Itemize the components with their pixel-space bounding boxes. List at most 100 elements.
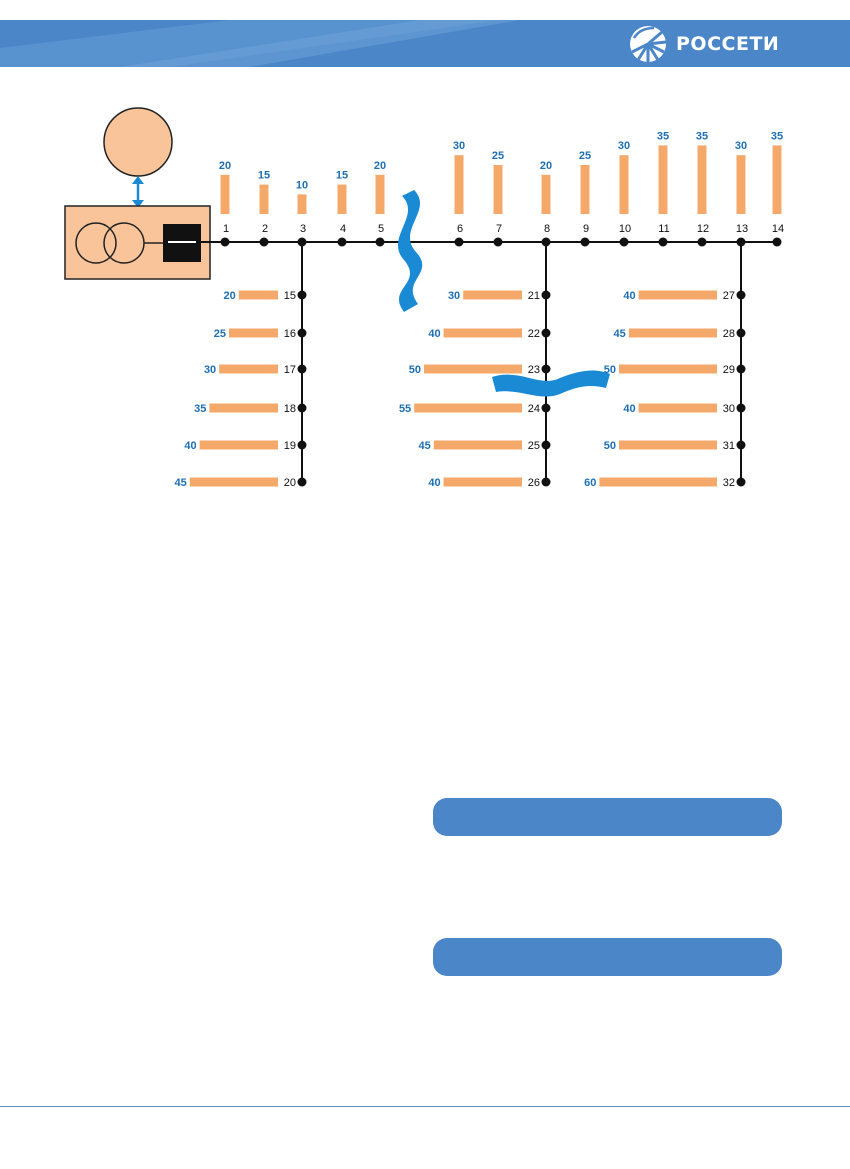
branch-node bbox=[736, 440, 746, 450]
branch-load-bar bbox=[628, 328, 717, 338]
branch-node bbox=[736, 364, 746, 374]
branch-node bbox=[297, 403, 307, 413]
main-node-label: 7 bbox=[496, 223, 502, 235]
main-load-label: 30 bbox=[618, 140, 630, 152]
branch-node-label: 15 bbox=[284, 290, 296, 302]
main-node bbox=[220, 237, 230, 247]
branch-load-bar bbox=[433, 440, 522, 450]
branch-load-bar bbox=[209, 403, 278, 413]
branch-load-bar bbox=[238, 290, 278, 300]
branch-load-label: 60 bbox=[584, 477, 596, 489]
branch-node-label: 31 bbox=[723, 440, 735, 452]
branch-load-bar bbox=[619, 364, 717, 374]
main-node-label: 1 bbox=[223, 223, 229, 235]
main-node-label: 6 bbox=[457, 223, 463, 235]
main-load-bar bbox=[580, 165, 590, 214]
main-node bbox=[697, 237, 707, 247]
main-load-bar bbox=[297, 194, 307, 214]
branch-load-bar bbox=[199, 440, 278, 450]
main-load-label: 10 bbox=[296, 179, 308, 191]
main-node bbox=[619, 237, 629, 247]
branch-node-label: 26 bbox=[528, 477, 540, 489]
branch-node-label: 27 bbox=[723, 290, 735, 302]
branch-node bbox=[736, 403, 746, 413]
main-load-label: 25 bbox=[492, 150, 504, 162]
branch-node bbox=[297, 328, 307, 338]
main-node-label: 14 bbox=[772, 223, 784, 235]
main-load-label: 35 bbox=[657, 130, 669, 142]
main-load-label: 20 bbox=[540, 160, 552, 172]
branch-node bbox=[297, 364, 307, 374]
branch-node-label: 30 bbox=[723, 403, 735, 415]
main-node-label: 5 bbox=[378, 223, 384, 235]
branch-load-label: 45 bbox=[175, 477, 187, 489]
branch-load-label: 35 bbox=[194, 403, 206, 415]
branch-load-bar bbox=[619, 440, 717, 450]
main-node-label: 2 bbox=[262, 223, 268, 235]
branch-node-label: 24 bbox=[528, 403, 540, 415]
branch-node-label: 29 bbox=[723, 364, 735, 376]
main-node-label: 10 bbox=[619, 223, 631, 235]
main-node-label: 11 bbox=[658, 223, 669, 235]
branch-node bbox=[736, 477, 746, 487]
branch-node bbox=[541, 328, 551, 338]
main-load-bar bbox=[220, 174, 230, 214]
branch-load-bar bbox=[414, 403, 522, 413]
branch-load-label: 40 bbox=[623, 403, 635, 415]
main-load-bar bbox=[541, 174, 551, 214]
branch-node bbox=[736, 328, 746, 338]
branch-load-label: 20 bbox=[224, 290, 236, 302]
main-node-label: 8 bbox=[544, 223, 550, 235]
branch-node bbox=[541, 364, 551, 374]
branch-node-label: 32 bbox=[723, 477, 735, 489]
branch-node-label: 21 bbox=[528, 290, 540, 302]
main-node-label: 12 bbox=[697, 223, 709, 235]
logo-icon bbox=[630, 26, 667, 62]
branch-load-bar bbox=[638, 290, 717, 300]
branch-node-label: 22 bbox=[528, 328, 540, 340]
main-node bbox=[493, 237, 503, 247]
branch-node bbox=[736, 290, 746, 300]
main-load-label: 20 bbox=[374, 160, 386, 172]
branch-load-label: 40 bbox=[623, 290, 635, 302]
main-load-bar bbox=[658, 145, 668, 214]
main-node bbox=[658, 237, 668, 247]
branch-load-label: 40 bbox=[184, 440, 196, 452]
branch-load-label: 40 bbox=[428, 477, 440, 489]
action-button-1[interactable] bbox=[433, 798, 782, 836]
main-load-label: 30 bbox=[735, 140, 747, 152]
branch-load-label: 45 bbox=[614, 328, 626, 340]
main-node-label: 9 bbox=[583, 223, 589, 235]
branch-load-label: 50 bbox=[409, 364, 421, 376]
main-load-bar bbox=[697, 145, 707, 214]
branch-load-label: 50 bbox=[604, 440, 616, 452]
supply-source bbox=[103, 107, 173, 177]
branch-node bbox=[297, 477, 307, 487]
action-button-2[interactable] bbox=[433, 938, 782, 976]
branch-load-label: 55 bbox=[399, 403, 411, 415]
main-node-label: 3 bbox=[300, 223, 306, 235]
branch-load-label: 25 bbox=[214, 328, 226, 340]
logo-text: РОССЕТИ bbox=[676, 33, 780, 55]
main-load-label: 35 bbox=[771, 130, 783, 142]
main-load-bar bbox=[736, 155, 746, 214]
main-load-label: 25 bbox=[579, 150, 591, 162]
supply-arrow-up bbox=[132, 176, 144, 184]
branch-node-label: 28 bbox=[723, 328, 735, 340]
branch-node bbox=[297, 290, 307, 300]
header-banner: РОССЕТИ bbox=[0, 0, 850, 88]
main-load-label: 20 bbox=[219, 160, 231, 172]
main-node bbox=[454, 237, 464, 247]
branch-load-bar bbox=[463, 290, 522, 300]
branch-node bbox=[541, 477, 551, 487]
network-diagram: 2011521031542053062572082593010351135123… bbox=[64, 107, 784, 489]
main-load-bar bbox=[454, 155, 464, 214]
main-node bbox=[337, 237, 347, 247]
main-load-bar bbox=[493, 165, 503, 214]
branch-load-label: 30 bbox=[448, 290, 460, 302]
branch-load-bar bbox=[638, 403, 717, 413]
main-load-label: 30 bbox=[453, 140, 465, 152]
branch-load-bar bbox=[424, 364, 522, 374]
transformer-winding-1 bbox=[75, 222, 117, 264]
company-logo: РОССЕТИ bbox=[628, 24, 779, 64]
